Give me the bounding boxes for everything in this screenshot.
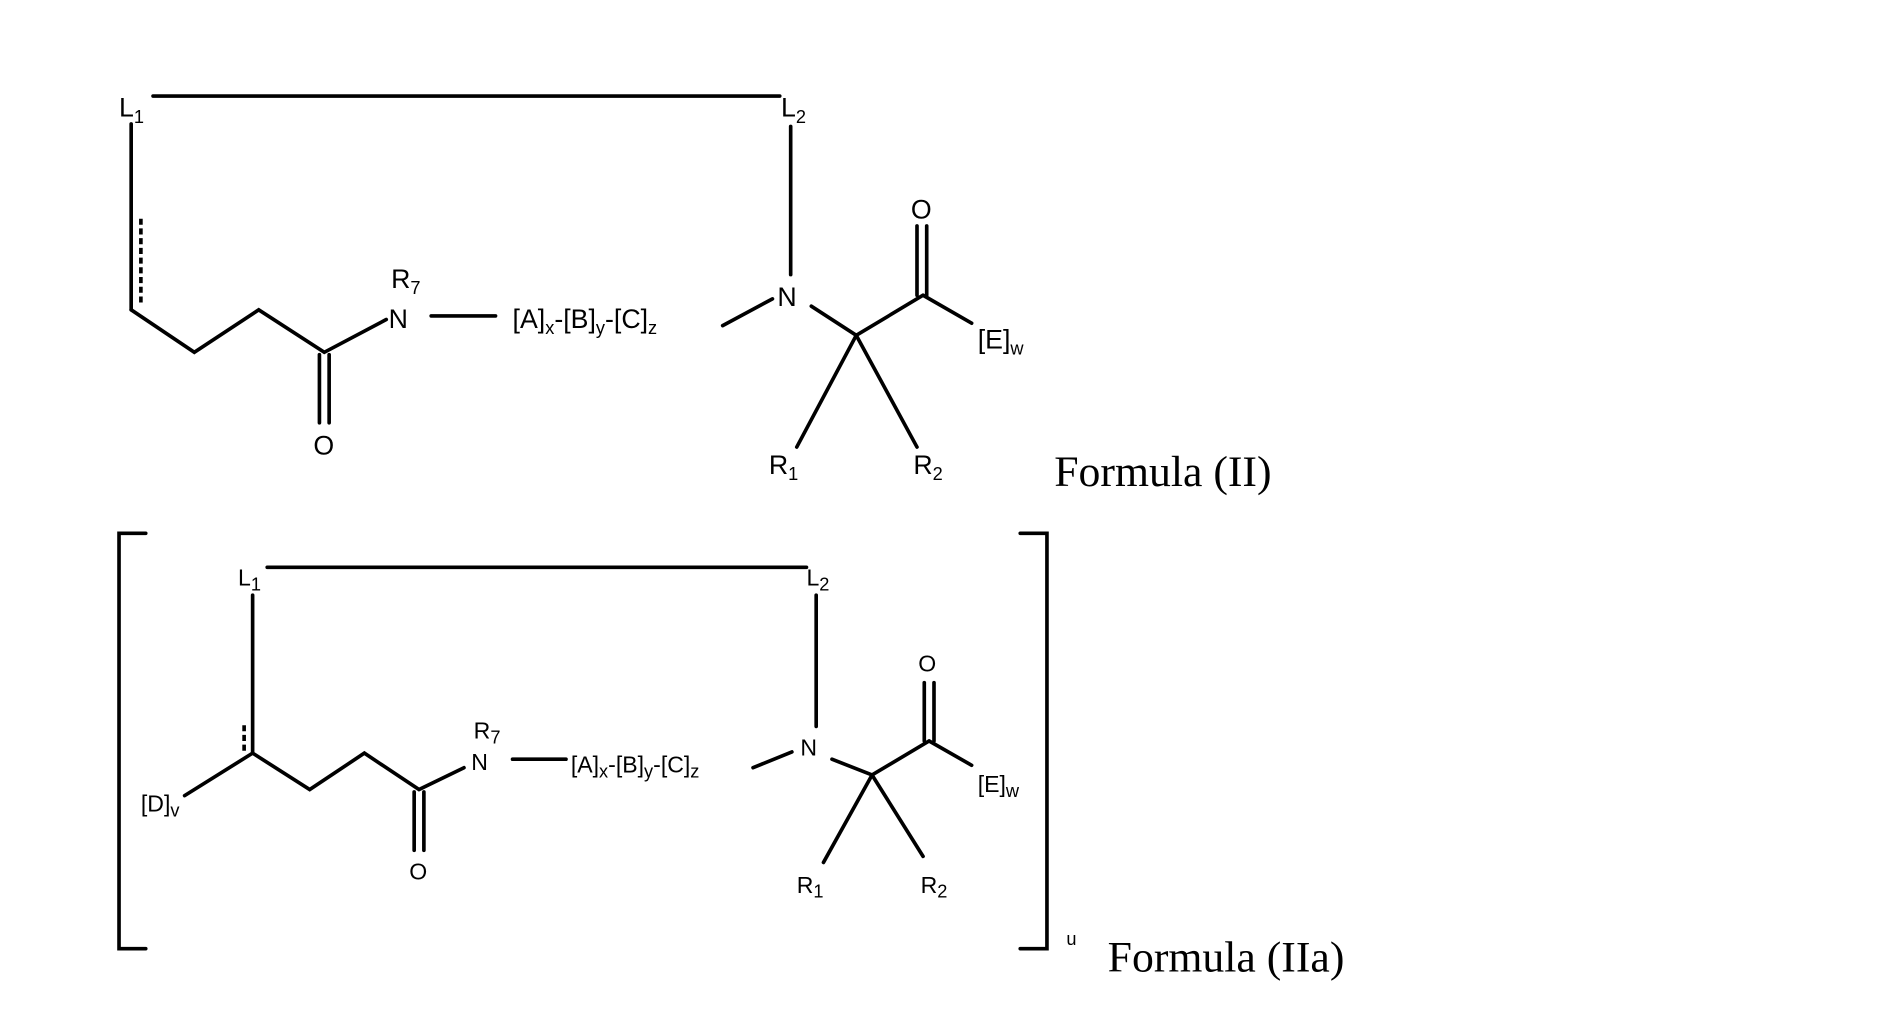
calpha-r1-bond <box>794 333 859 449</box>
e-label: [E]w <box>978 325 1025 359</box>
formula-ii-structure: L1 L2 R7 N O [A]x-[B]y-[C]z N O [E]w R1 … <box>119 93 1272 496</box>
r2-label: R2 <box>921 872 948 902</box>
carbonyl-e-bond <box>927 739 974 768</box>
alkyl-chain <box>182 750 466 798</box>
e-label: [E]w <box>978 771 1020 801</box>
calpha-carbonyl-bond <box>854 293 925 338</box>
ring-n-label: N <box>777 282 796 312</box>
linker-label: [A]x-[B]y-[C]z <box>571 752 700 782</box>
alkyl-chain <box>129 307 389 355</box>
repeat-subscript-u: u <box>1066 929 1076 949</box>
l1-label: L1 <box>119 93 144 127</box>
l1-label: L1 <box>238 565 261 595</box>
calpha-carbonyl-bond <box>870 739 931 777</box>
linker-label: [A]x-[B]y-[C]z <box>513 304 658 338</box>
formula-ii-caption: Formula (II) <box>1054 448 1271 496</box>
n-calpha-bond <box>809 304 859 338</box>
calpha-r1-bond <box>821 773 874 865</box>
acid-o-label: O <box>918 651 936 677</box>
linker-n-bond <box>751 750 794 770</box>
r1-label: R1 <box>769 450 798 484</box>
r2-label: R2 <box>913 450 942 484</box>
l2-label: L2 <box>806 565 829 595</box>
calpha-r2-bond <box>854 333 919 449</box>
r7-label: R7 <box>391 264 420 298</box>
r7-label: R7 <box>474 718 501 748</box>
acid-o-label: O <box>911 195 932 225</box>
right-bracket <box>1018 531 1049 951</box>
calpha-r2-bond <box>870 773 925 859</box>
amide-n-label: N <box>471 749 488 775</box>
amide-o-label: O <box>409 858 427 884</box>
amide-n-label: N <box>389 304 408 334</box>
d-label: [D]v <box>141 790 180 820</box>
formula-iia-caption: Formula (IIa) <box>1108 934 1345 982</box>
l2-label: L2 <box>781 93 806 127</box>
amide-o-label: O <box>313 430 334 460</box>
r1-label: R1 <box>797 872 824 902</box>
carbonyl-e-bond <box>921 293 974 325</box>
linker-n-bond <box>720 297 775 328</box>
left-bracket <box>117 531 148 951</box>
ring-n-label: N <box>800 735 817 761</box>
n-calpha-bond <box>830 757 874 777</box>
formula-iia-structure: L1 L2 [D]v R7 N O [A]x-[B]y-[C]z N O [E]… <box>117 531 1345 982</box>
